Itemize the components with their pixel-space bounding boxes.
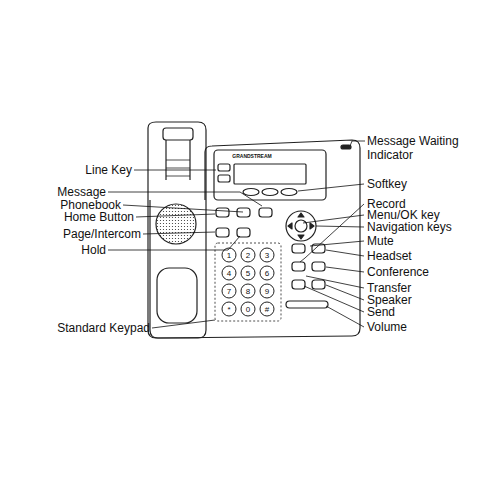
callout-label: Menu/OK key: [367, 208, 440, 222]
keypad-keys: [222, 248, 274, 316]
keypad-digit: 1: [227, 251, 231, 260]
keypad-key: [241, 284, 255, 298]
callout-label: Phonebook: [60, 198, 121, 212]
softkey: [281, 189, 297, 196]
keypad-key: [260, 266, 274, 280]
callout-label: Transfer: [367, 281, 411, 295]
callout-label: Standard Keypad: [57, 321, 150, 335]
callout-label: Softkey: [367, 177, 407, 191]
navigation-ring: [286, 211, 316, 241]
keypad-key: [222, 302, 236, 316]
callout-label: Speaker: [367, 293, 412, 307]
mwi-led: [341, 145, 351, 149]
nav-arrows: [288, 213, 314, 239]
hook: [163, 128, 193, 140]
cradle-post: [166, 140, 190, 180]
keypad-key: [241, 266, 255, 280]
keypad-digit: 9: [265, 287, 269, 296]
callout-label: Message: [57, 185, 106, 199]
leader-lines: [108, 141, 365, 328]
callout-label: Hold: [81, 243, 106, 257]
record-key: [292, 262, 305, 271]
cradle-ribs: [166, 160, 190, 176]
keypad-key: [222, 284, 236, 298]
callout-label: Mute: [367, 234, 394, 248]
keypad-key: [241, 248, 255, 262]
lcd-screen: [234, 164, 306, 184]
keypad-digit: 3: [265, 251, 269, 260]
brand-text: GRANDSTREAM: [232, 153, 271, 159]
callout-label: Home Button: [64, 210, 134, 224]
keypad-digit: 8: [246, 287, 250, 296]
keypad-digit: #: [265, 305, 269, 314]
keypad-frame: [215, 243, 281, 321]
callout-label: Conference: [367, 265, 429, 279]
speaker-key: [312, 280, 325, 289]
screen-frame: [214, 150, 326, 200]
keypad-digit: 7: [227, 287, 231, 296]
keypad-digit: 2: [246, 251, 250, 260]
intercom-key: [216, 228, 229, 237]
callout-label: Line Key: [85, 163, 132, 177]
speaker-grill: [156, 204, 196, 244]
keypad-key: [222, 266, 236, 280]
mute-key: [292, 244, 305, 253]
line-key: [218, 164, 230, 171]
keypad-digit: *: [227, 305, 230, 314]
keypad-key: [260, 248, 274, 262]
send-key: [292, 280, 305, 289]
keypad-digit: 6: [265, 269, 269, 278]
hold-key: [237, 228, 250, 237]
ok-key: [295, 220, 307, 232]
keypad-digit: 0: [246, 305, 250, 314]
keypad-digit: 5: [246, 269, 250, 278]
phonebook-key: [237, 208, 250, 217]
handset: [148, 122, 206, 338]
callout-label: Send: [367, 305, 395, 319]
callout-label: Volume: [367, 320, 407, 334]
softkey: [262, 189, 278, 196]
conference-key: [312, 262, 325, 271]
softkey: [243, 189, 259, 196]
mouthpiece: [157, 268, 197, 323]
keypad-key: [260, 302, 274, 316]
keypad-key: [241, 302, 255, 316]
callout-label: Navigation keys: [367, 220, 452, 234]
volume-bar: [286, 301, 328, 308]
home-key: [216, 208, 229, 217]
keypad-digit: 4: [227, 269, 231, 278]
keypad-key: [260, 284, 274, 298]
callout-label: Headset: [367, 249, 412, 263]
callout-label: Message Waiting Indicator: [367, 134, 479, 162]
line-key: [218, 175, 230, 182]
callout-label: Page/Intercom: [63, 227, 141, 241]
message-key: [259, 208, 272, 217]
